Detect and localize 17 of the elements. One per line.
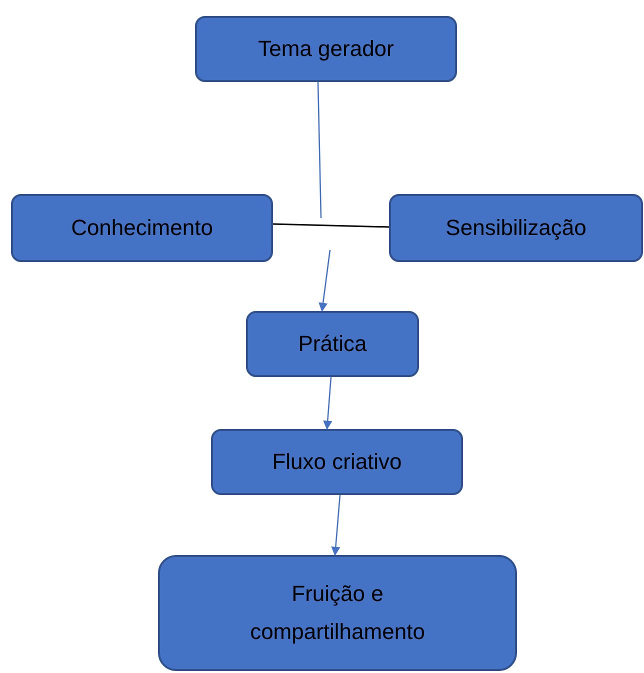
arrow (331, 494, 341, 556)
box-label: Conhecimento (71, 214, 213, 242)
box-label: Fruição e compartilhamento (249, 580, 426, 646)
process-box (11, 194, 273, 262)
process-box (246, 311, 419, 377)
connector-line (272, 223, 390, 228)
connector-line (317, 82, 322, 218)
process-box (389, 194, 643, 262)
process-box (158, 555, 517, 671)
box-label: Fluxo criativo (272, 448, 402, 476)
arrow (323, 376, 332, 430)
arrow (318, 250, 331, 312)
box-label: Sensibilização (446, 214, 586, 242)
process-box (211, 429, 463, 495)
box-label: Tema gerador (258, 34, 394, 63)
box-label: Prática (298, 330, 367, 358)
process-box (195, 16, 457, 82)
